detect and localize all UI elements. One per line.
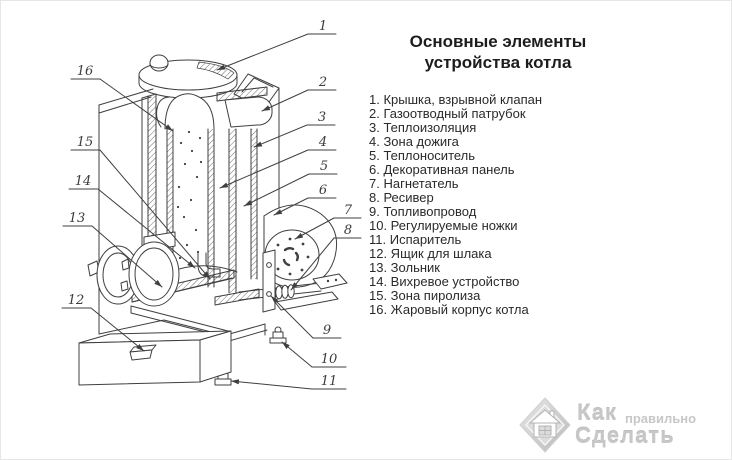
legend-item: 15. Зона пиролиза [369,288,481,303]
watermark-word-2: правильно [625,411,697,426]
lid-explosion-valve [138,54,238,99]
callout-11: 11 [321,374,338,389]
watermark-text: Как правильно Сделать [573,395,729,455]
page-title: Основные элементы устройства котла [409,32,587,73]
legend-item: 6. Декоративная панель [369,162,515,177]
house-icon [519,397,571,453]
legend-item: 13. Зольник [369,260,440,275]
porthole-door [87,241,180,307]
leader-lines [61,33,362,390]
callout-16: 16 [77,64,94,79]
callout-numbers: 1 2 3 4 5 6 7 8 9 10 11 12 13 14 15 16 [68,19,353,389]
callout-2: 2 [318,75,327,90]
watermark-word-3: Сделать [575,423,675,448]
fan-perforations [271,237,310,276]
legend-item: 16. Жаровый корпус котла [369,302,529,317]
watermark-word-1: Как [577,400,617,425]
legend-item: 7. Нагнетатель [369,176,459,191]
callout-12: 12 [68,293,85,308]
callout-5: 5 [320,159,328,174]
tube-holes [176,130,203,260]
legend-item: 8. Ресивер [369,190,434,205]
callout-15: 15 [77,135,94,150]
callout-7: 7 [344,203,353,218]
callout-9: 9 [323,323,331,338]
gas-outlet-pipe [224,96,273,128]
callout-13: 13 [69,211,86,226]
legend-item: 5. Теплоноситель [369,148,476,163]
slag-drawer [78,330,232,386]
legend-item: 9. Топливопровод [369,204,477,219]
callout-6: 6 [319,183,327,198]
legend-item: 1. Крышка, взрывной клапан [369,92,543,107]
legend-item: 4. Зона дожига [369,134,459,149]
fire-tube [156,93,221,288]
legend-item: 11. Испаритель [369,232,462,247]
callout-8: 8 [344,223,352,238]
legend-item: 12. Ящик для шлака [369,246,492,261]
legend-item: 10. Регулируемые ножки [369,218,518,233]
watermark-logo: Как правильно Сделать [515,395,729,455]
legend-item: 14. Вихревое устройство [369,274,520,289]
callout-14: 14 [75,174,92,189]
callout-1: 1 [319,19,327,34]
legend-item: 3. Теплоизоляция [369,120,477,135]
callout-10: 10 [321,352,338,367]
callout-4: 4 [318,135,327,150]
legend-item: 2. Газоотводный патрубок [369,106,526,121]
callout-3: 3 [318,110,326,125]
boiler-diagram: 1 2 3 4 5 6 7 8 9 10 11 12 13 14 15 16 [61,19,362,390]
